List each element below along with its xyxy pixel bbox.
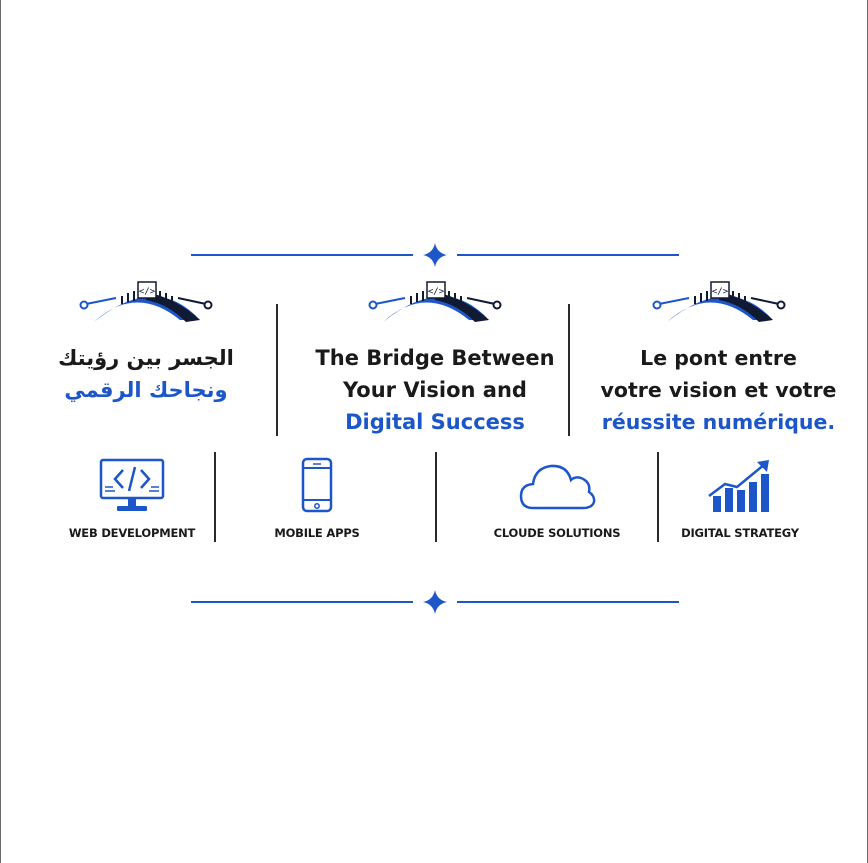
growth-chart-icon <box>708 460 769 512</box>
french-tagline-line3: réussite numérique. <box>601 410 836 434</box>
svg-text:</>: </> <box>139 287 156 297</box>
bridge-logo-icon: </> <box>79 281 213 322</box>
smartphone-icon <box>301 457 333 513</box>
service-label: DIGITAL STRATEGY <box>681 526 799 540</box>
service-digital-strategy: DIGITAL STRATEGY <box>673 456 807 540</box>
vertical-divider <box>276 304 278 436</box>
french-tagline-column: </> Le pont entre votre vision et votre … <box>586 274 851 438</box>
english-tagline-line2: Your Vision and <box>343 378 527 402</box>
service-cloud-solutions: CLOUDE SOLUTIONS <box>479 456 635 540</box>
english-tagline-line3: Digital Success <box>345 410 525 434</box>
sparkle-divider-top <box>191 243 679 267</box>
svg-text:</>: </> <box>428 287 445 297</box>
service-label: CLOUDE SOLUTIONS <box>493 526 621 540</box>
english-tagline-line1: The Bridge Between <box>315 346 555 370</box>
arabic-tagline-line2: ونجاحك الرقمي <box>64 378 228 402</box>
sparkle-icon <box>423 590 447 614</box>
monitor-code-icon <box>99 458 165 511</box>
service-label: MOBILE APPS <box>274 526 360 540</box>
service-mobile-apps: MOBILE APPS <box>257 456 377 540</box>
service-label: WEB DEVELOPMENT <box>68 526 196 540</box>
bridge-logo-icon: </> <box>652 281 785 322</box>
cloud-icon <box>519 464 596 510</box>
french-tagline-line2: votre vision et votre <box>600 378 837 402</box>
arabic-tagline-line1: الجسر بين رؤيتك <box>58 346 234 370</box>
sparkle-icon <box>423 243 447 267</box>
vertical-divider <box>657 452 659 542</box>
arabic-tagline-column: </> الجسر بين رؤيتك ونجاحك الرقمي <box>41 274 251 406</box>
vertical-divider <box>568 304 570 436</box>
bridge-logo-icon: </> <box>368 281 502 322</box>
french-tagline: Le pont entre votre vision et votre réus… <box>586 342 851 438</box>
french-tagline-line1: Le pont entre <box>640 346 797 370</box>
svg-text:</>: </> <box>711 287 728 297</box>
sparkle-divider-bottom <box>191 590 679 614</box>
vertical-divider <box>435 452 437 542</box>
service-web-development: WEB DEVELOPMENT <box>59 456 205 540</box>
english-tagline-column: </> The Bridge Between Your Vision and D… <box>301 274 569 438</box>
vertical-divider <box>214 452 216 542</box>
arabic-tagline: الجسر بين رؤيتك ونجاحك الرقمي <box>41 342 251 406</box>
english-tagline: The Bridge Between Your Vision and Digit… <box>301 342 569 438</box>
